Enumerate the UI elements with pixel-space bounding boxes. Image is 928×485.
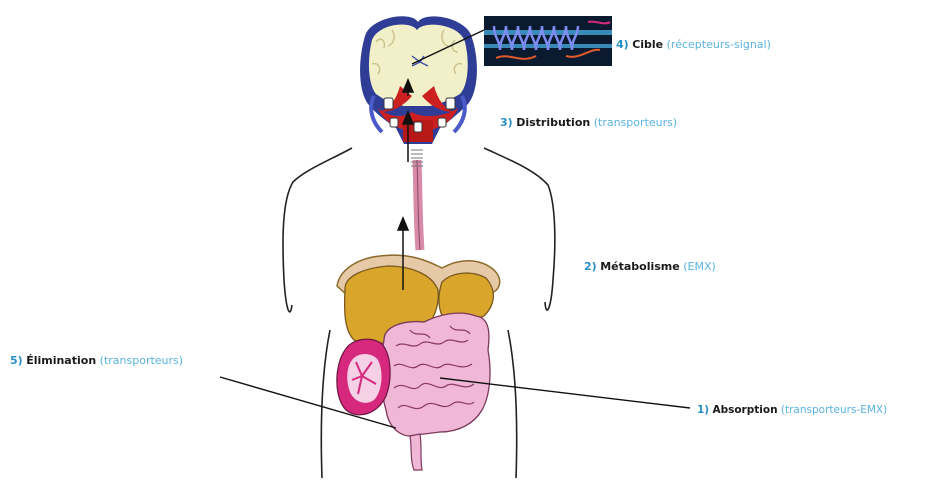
- label-distribution-number: 3): [500, 116, 513, 129]
- intestines: [381, 313, 490, 470]
- label-distribution-term: Distribution: [516, 116, 590, 129]
- label-cible-paren: (récepteurs-signal): [667, 38, 771, 51]
- label-cible-term: Cible: [632, 38, 663, 51]
- label-distribution-paren: (transporteurs): [594, 116, 677, 129]
- label-metabolisme-paren: (EMX): [683, 260, 716, 273]
- label-elimination: 5) Élimination (transporteurs): [10, 354, 183, 367]
- label-distribution: 3) Distribution (transporteurs): [500, 116, 677, 129]
- label-metabolisme-term: Métabolisme: [600, 260, 680, 273]
- label-absorption-paren: (transporteurs-EMX): [781, 404, 887, 416]
- esophagus: [411, 150, 423, 250]
- label-cible-number: 4): [616, 38, 629, 51]
- label-cible: 4) Cible (récepteurs-signal): [616, 38, 771, 51]
- label-elimination-term: Élimination: [26, 354, 96, 367]
- label-metabolisme: 2) Métabolisme (EMX): [584, 260, 716, 273]
- label-absorption: 1) Absorption (transporteurs-EMX): [697, 404, 887, 416]
- kidney: [337, 339, 390, 415]
- label-elimination-paren: (transporteurs): [100, 354, 183, 367]
- label-elimination-number: 5): [10, 354, 23, 367]
- label-absorption-number: 1): [697, 404, 709, 416]
- brain-section: [360, 16, 477, 144]
- label-absorption-term: Absorption: [712, 404, 777, 416]
- receptor-inset: [484, 16, 612, 66]
- label-metabolisme-number: 2): [584, 260, 597, 273]
